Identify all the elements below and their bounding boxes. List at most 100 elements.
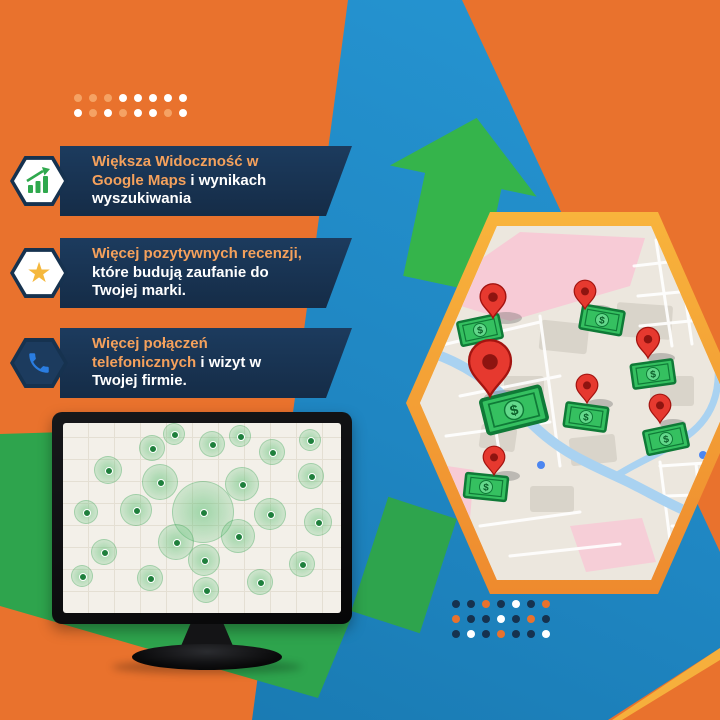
heatmap-center-dot bbox=[83, 509, 91, 517]
heatmap-circle bbox=[193, 577, 219, 603]
dollar-sign: $ bbox=[598, 315, 606, 327]
decor-dot bbox=[467, 630, 475, 638]
decor-dot bbox=[452, 630, 460, 638]
decor-dot bbox=[482, 600, 490, 608]
heatmap-center-dot bbox=[235, 533, 243, 541]
heatmap-center-dot bbox=[149, 445, 157, 453]
heatmap-circle bbox=[158, 524, 194, 560]
star-icon: ★ bbox=[10, 248, 68, 298]
heatmap-center-dot bbox=[203, 587, 211, 595]
map-pin bbox=[573, 279, 597, 311]
heatmap-circle bbox=[225, 467, 259, 501]
heatmap-center-dot bbox=[237, 433, 245, 441]
heatmap-center-dot bbox=[171, 431, 179, 439]
heatmap-circle bbox=[304, 508, 332, 536]
icon-hexagon bbox=[14, 159, 64, 203]
decor-dot bbox=[179, 94, 187, 102]
heatmap-center-dot bbox=[269, 449, 277, 457]
decor-dot bbox=[119, 109, 127, 117]
decor-dot bbox=[149, 109, 157, 117]
heatmap-circle bbox=[254, 498, 286, 530]
chart-bars bbox=[28, 176, 48, 193]
monitor-stand-neck bbox=[181, 624, 233, 646]
star-glyph: ★ bbox=[26, 257, 52, 288]
map-pin bbox=[467, 339, 513, 399]
monitor-stand-base bbox=[132, 644, 282, 670]
decor-dot bbox=[497, 615, 505, 623]
desktop-monitor bbox=[52, 412, 352, 674]
heatmap-circle bbox=[94, 456, 122, 484]
phone-icon bbox=[10, 338, 68, 388]
benefit-rest: które budują zaufanie do Twojej marki. bbox=[92, 263, 269, 300]
benefit-item-calls: Więcej połączeń telefonicznych i wizyt w… bbox=[10, 324, 372, 402]
map-pin bbox=[648, 393, 672, 425]
decor-dot bbox=[482, 615, 490, 623]
chart-trend-line bbox=[26, 169, 44, 183]
dollar-sign: $ bbox=[483, 482, 490, 494]
heatmap-circle bbox=[120, 494, 152, 526]
heatmap-circle bbox=[74, 500, 98, 524]
heatmap-center-dot bbox=[307, 437, 315, 445]
heatmap-center-dot bbox=[257, 579, 265, 587]
heatmap-circle bbox=[229, 425, 251, 447]
heatmap-circle bbox=[199, 431, 225, 457]
decor-dot bbox=[467, 600, 475, 608]
heatmap-circle bbox=[289, 551, 315, 577]
heatmap-circle bbox=[299, 429, 321, 451]
monitor-screen bbox=[63, 423, 341, 613]
money-bill: $ bbox=[629, 358, 677, 390]
decor-dot bbox=[134, 94, 142, 102]
decor-dot bbox=[512, 630, 520, 638]
heatmap-circle bbox=[247, 569, 273, 595]
benefit-highlight: Więcej pozytywnych recenzji, bbox=[92, 244, 302, 262]
benefit-banner: Większa Widoczność w Google Maps i wynik… bbox=[60, 146, 352, 216]
heatmap-center-dot bbox=[157, 479, 165, 487]
icon-hexagon: ★ bbox=[14, 251, 64, 295]
decor-dot bbox=[527, 615, 535, 623]
chart-arrow-head bbox=[42, 167, 50, 176]
decor-dot bbox=[89, 109, 97, 117]
benefit-rest: i wynikach wyszukiwania bbox=[92, 171, 267, 208]
dollar-sign: $ bbox=[508, 402, 520, 419]
dollar-sign: $ bbox=[582, 412, 589, 424]
heatmap-circle bbox=[188, 544, 220, 576]
decor-dot bbox=[542, 600, 550, 608]
monitor-bezel bbox=[52, 412, 352, 624]
decor-dot bbox=[527, 600, 535, 608]
icon-hexagon bbox=[14, 341, 64, 385]
money-bill: $ bbox=[578, 303, 626, 337]
decor-dot bbox=[164, 109, 172, 117]
heatmap-center-dot bbox=[267, 511, 275, 519]
decor-dot bbox=[179, 109, 187, 117]
money-bill: $ bbox=[462, 471, 510, 503]
benefit-item-visibility: Większa Widoczność w Google Maps i wynik… bbox=[10, 142, 372, 220]
heatmap-center-dot bbox=[209, 441, 217, 449]
money-bill: $ bbox=[562, 401, 610, 433]
decor-dot bbox=[527, 630, 535, 638]
heatmap-center-dot bbox=[147, 575, 155, 583]
growth-chart-icon bbox=[10, 156, 68, 206]
heatmap-circle bbox=[71, 565, 93, 587]
dollar-sign: $ bbox=[650, 369, 657, 381]
decor-dot bbox=[119, 94, 127, 102]
heatmap-circle bbox=[137, 565, 163, 591]
decor-dot bbox=[164, 94, 172, 102]
decor-dot bbox=[74, 109, 82, 117]
decor-dot bbox=[497, 630, 505, 638]
city-map-illustration: $ $ $ $ bbox=[420, 226, 720, 580]
decor-dot bbox=[452, 615, 460, 623]
phone-glyph bbox=[29, 353, 49, 373]
map-pin bbox=[479, 283, 507, 320]
heatmap-circle bbox=[298, 463, 324, 489]
decor-dot bbox=[74, 94, 82, 102]
benefit-text: Więcej pozytywnych recenzji, które buduj… bbox=[92, 245, 304, 301]
heatmap-center-dot bbox=[308, 473, 316, 481]
heatmap-center-dot bbox=[201, 557, 209, 565]
decor-dot bbox=[452, 600, 460, 608]
heatmap-circle bbox=[91, 539, 117, 565]
heatmap-center-dot bbox=[133, 507, 141, 515]
decor-dot bbox=[542, 615, 550, 623]
heatmap-circle bbox=[142, 464, 178, 500]
decor-dot bbox=[497, 600, 505, 608]
